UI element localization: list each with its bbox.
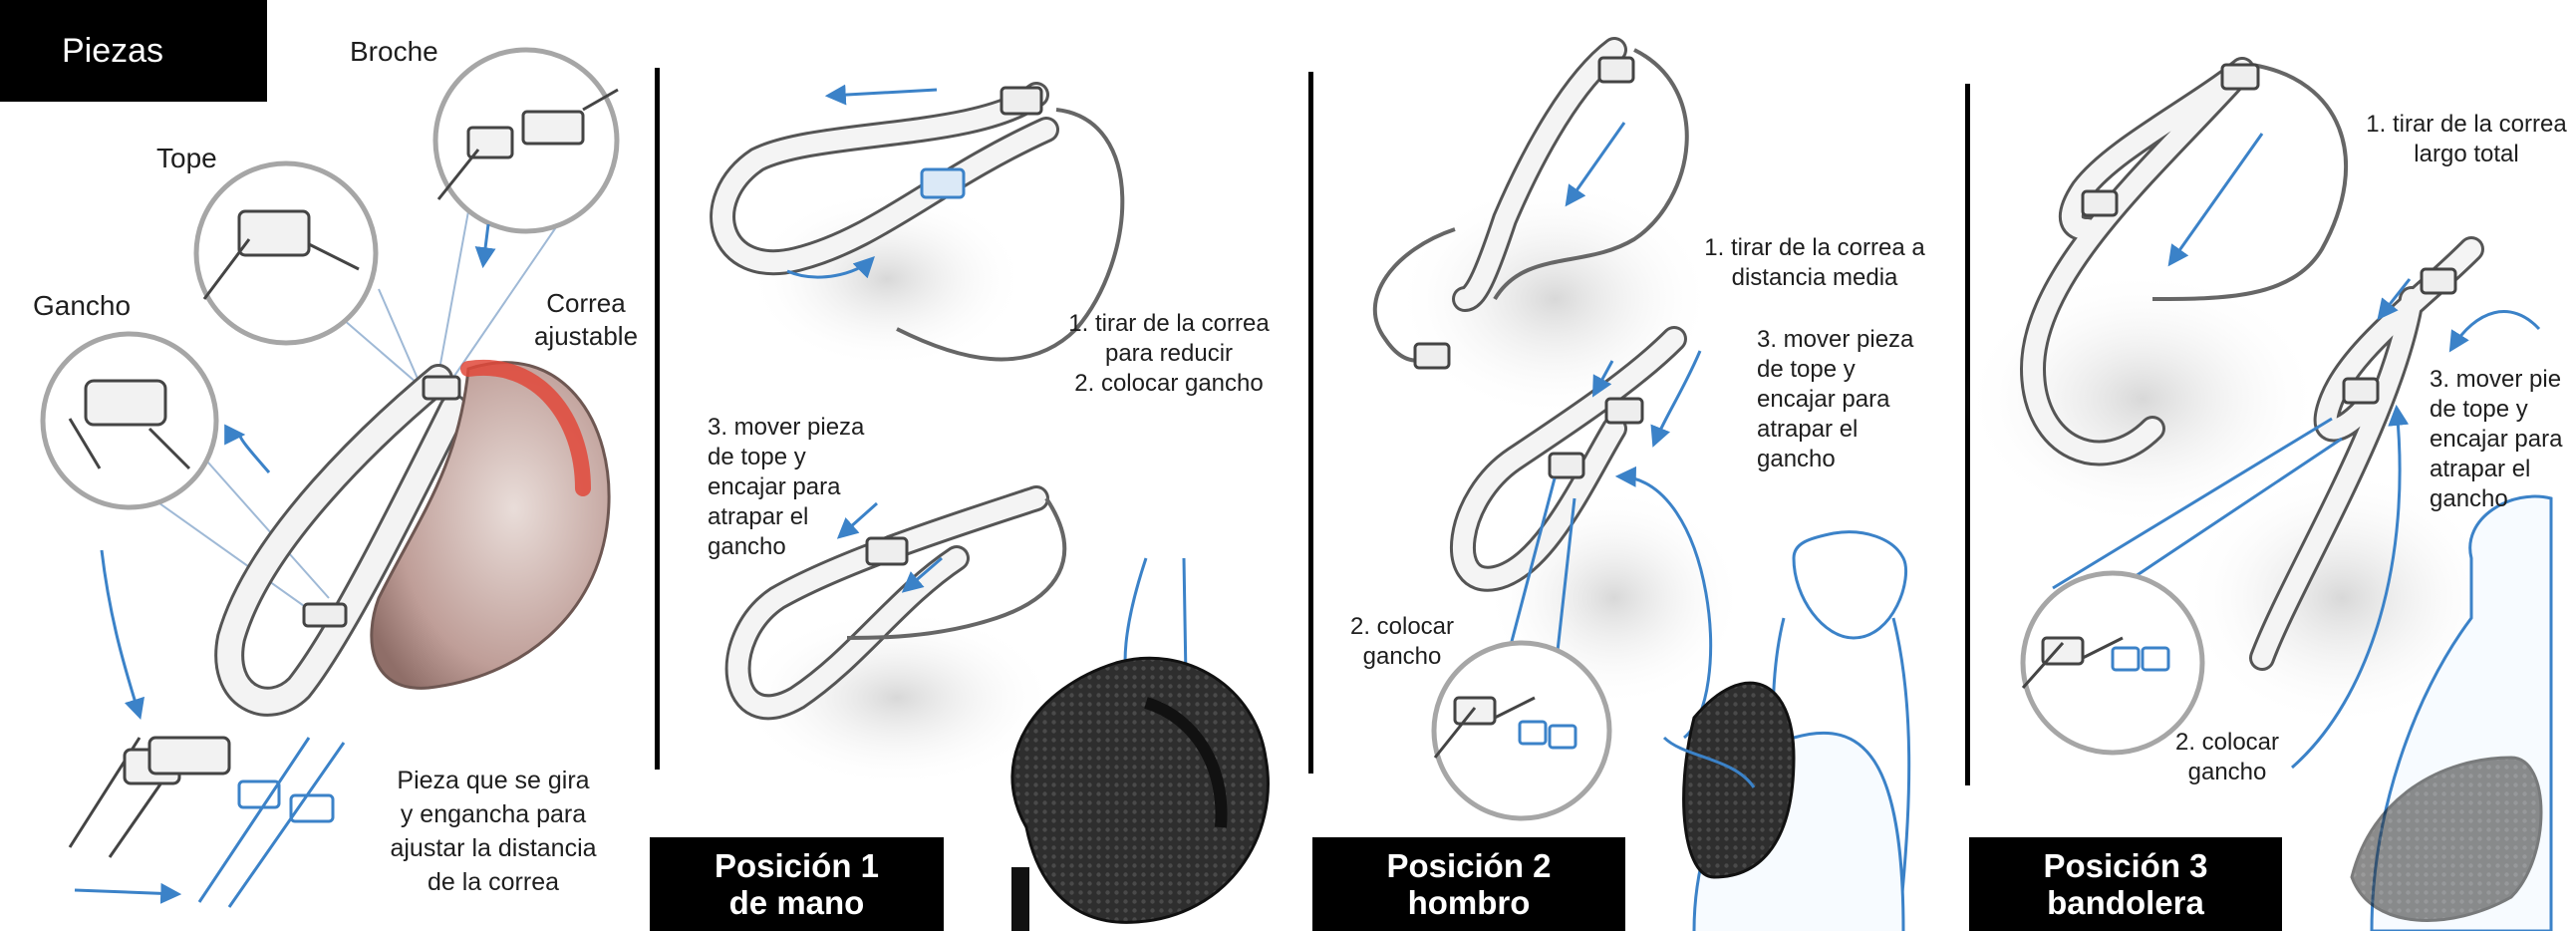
position-1-title: Posición 1 bbox=[714, 847, 880, 884]
step-line: largo total bbox=[2414, 141, 2519, 167]
position-3-subtitle: bandolera bbox=[2047, 884, 2204, 921]
step-line: 3. mover pie bbox=[2430, 366, 2562, 393]
position-2-subtitle: hombro bbox=[1407, 884, 1531, 921]
step-line: de tope y bbox=[1757, 356, 1856, 383]
position-2-tag: Posición 2 hombro bbox=[1312, 837, 1625, 931]
position-2-title: Posición 2 bbox=[1386, 847, 1552, 884]
position-1-subtitle: de mano bbox=[728, 884, 865, 921]
step-line: gancho bbox=[708, 533, 786, 560]
step-line: 3. mover pieza bbox=[708, 414, 865, 441]
label-gancho: Gancho bbox=[33, 290, 132, 321]
position-2-art bbox=[1372, 37, 1911, 931]
hand-held-bag-photo bbox=[1010, 557, 1270, 931]
section-title-piezas: Piezas bbox=[0, 0, 267, 102]
step-line: atrapar el bbox=[2430, 456, 2531, 482]
label-tope: Tope bbox=[156, 143, 217, 173]
step-line: atrapar el bbox=[1757, 416, 1859, 443]
label-correa-line2: ajustable bbox=[533, 321, 639, 351]
step-line: encajar para bbox=[1757, 386, 1890, 413]
hook-caption: Pieza que se gira y engancha para ajusta… bbox=[369, 764, 618, 899]
step-line: 2. colocar gancho bbox=[1074, 370, 1264, 397]
label-correa-line1: Correa bbox=[546, 288, 626, 318]
crossbody-bag bbox=[2350, 756, 2543, 922]
p2-step-2: 2. colocar gancho bbox=[1347, 612, 1457, 672]
step-line: 2. colocar bbox=[2174, 729, 2280, 756]
position-3-art bbox=[1963, 57, 2553, 931]
position-3-tag: Posición 3 bandolera bbox=[1969, 837, 2282, 931]
caption-line: de la correa bbox=[427, 868, 560, 896]
step-line: 1. tirar de la correa bbox=[2366, 111, 2567, 138]
caption-line: y engancha para bbox=[400, 800, 587, 828]
step-line: gancho bbox=[1757, 446, 1836, 472]
step-line: de tope y bbox=[708, 444, 806, 470]
step-line: gancho bbox=[1362, 643, 1442, 670]
position-1-tag: Posición 1 de mano bbox=[650, 837, 944, 931]
p3-step-1: 1. tirar de la correa largo total bbox=[2357, 110, 2576, 169]
step-line: encajar para bbox=[708, 473, 841, 500]
p3-step-3: 3. mover pie de tope y encajar para atra… bbox=[2430, 365, 2563, 514]
divider-3 bbox=[1965, 84, 1970, 785]
p2-step-1: 1. tirar de la correa a distancia media bbox=[1680, 233, 1949, 293]
label-broche: Broche bbox=[350, 36, 438, 67]
caption-line: Pieza que se gira bbox=[397, 767, 590, 794]
pieces-panel-art bbox=[40, 47, 620, 908]
step-line: gancho bbox=[2187, 759, 2267, 785]
step-line: 2. colocar bbox=[1349, 613, 1455, 640]
step-line: 1. tirar de la correa bbox=[1068, 310, 1270, 337]
step-line: de tope y bbox=[2430, 396, 2528, 423]
divider-2 bbox=[1308, 72, 1313, 774]
divider-1 bbox=[655, 68, 660, 770]
step-line: distancia media bbox=[1731, 264, 1898, 291]
p3-step-2: 2. colocar gancho bbox=[2172, 728, 2282, 787]
hook-zoom-circle-2 bbox=[1431, 640, 1612, 821]
p1-step-3: 3. mover pieza de tope y encajar para at… bbox=[708, 413, 907, 562]
step-line: encajar para bbox=[2430, 426, 2563, 453]
p1-steps-1-2: 1. tirar de la correa para reducir 2. co… bbox=[1054, 309, 1284, 399]
position-1-art bbox=[710, 82, 1270, 931]
position-3-title: Posición 3 bbox=[2043, 847, 2208, 884]
caption-line: ajustar la distancia bbox=[390, 834, 597, 862]
step-line: para reducir bbox=[1104, 340, 1234, 367]
step-line: 3. mover pieza bbox=[1757, 326, 1914, 353]
p2-step-3: 3. mover pieza de tope y encajar para at… bbox=[1757, 325, 1936, 474]
label-correa-ajustable: Correa ajustable bbox=[526, 287, 646, 353]
step-line: 1. tirar de la correa a bbox=[1704, 234, 1925, 261]
step-line: atrapar el bbox=[708, 503, 809, 530]
step-line: gancho bbox=[2430, 485, 2508, 512]
shoulder-bag bbox=[1682, 681, 1796, 879]
